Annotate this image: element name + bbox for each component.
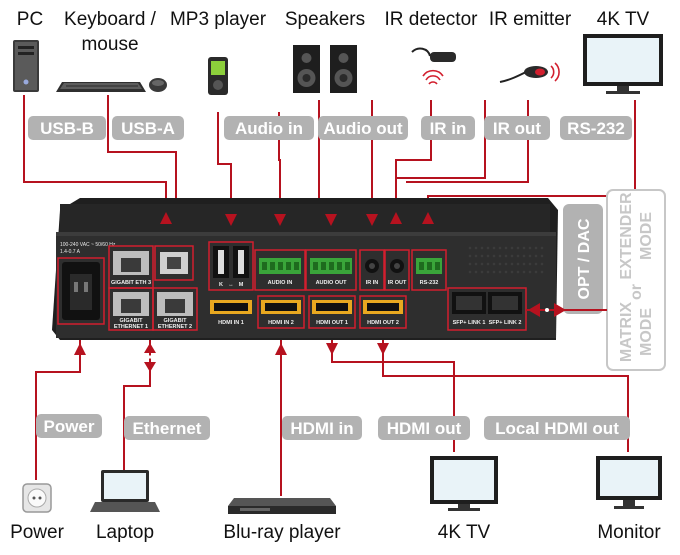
audio-out-terminal: AUDIO OUT	[305, 249, 357, 291]
keyboard-icon	[56, 82, 146, 92]
ir-emitter-icon	[499, 62, 560, 83]
monitor-icon	[596, 456, 662, 509]
bluray-player-icon	[228, 498, 336, 514]
label-rs232: RS-232	[420, 280, 439, 286]
tag-power: Power	[36, 414, 102, 438]
label-hdmi-out2: HDMI OUT 2	[367, 320, 399, 326]
svg-text:RS-232: RS-232	[567, 119, 625, 138]
label-gigabit-eth2-line1: GIGABIT	[164, 318, 188, 324]
power-inlet-port	[57, 257, 105, 325]
label-pc: PC	[17, 9, 43, 30]
label-audio-out: AUDIO OUT	[316, 280, 348, 286]
ir-ports: IR IN IR OUT	[359, 249, 410, 291]
hdmi-out1-port: HDMI OUT 1	[308, 295, 356, 329]
tag-ethernet: Ethernet	[124, 416, 210, 440]
ir-detector-icon	[411, 47, 456, 85]
pc-tower-icon	[13, 40, 39, 92]
audio-in-terminal: AUDIO IN	[254, 249, 306, 291]
tag-hdmi-out: HDMI out	[378, 416, 470, 440]
label-ir-detector: IR detector	[385, 9, 479, 30]
label-hdmi-out1: HDMI OUT 1	[316, 320, 348, 326]
mp3-player-icon	[208, 57, 228, 95]
label-usb-k: K	[219, 282, 223, 288]
label-ir-emitter: IR emitter	[489, 9, 572, 30]
label-ir-in: IR IN	[366, 280, 379, 286]
mouse-icon	[149, 78, 167, 92]
svg-text:IR out: IR out	[493, 119, 541, 138]
label-power-device: Power	[10, 522, 65, 543]
tag-audio-out: Audio out	[318, 116, 408, 140]
svg-text:IR in: IR in	[430, 119, 467, 138]
label-gigabit-eth1-line1: GIGABIT	[120, 318, 144, 324]
rs232-terminal: RS-232	[411, 249, 447, 291]
power-rating-line2: 1.4-0.7 A	[60, 249, 81, 255]
svg-text:HDMI in: HDMI in	[290, 419, 353, 438]
usb-b-port	[154, 245, 194, 281]
label-gigabit-eth2-line2: ETHERNET 2	[158, 324, 192, 330]
hdmi-in1-port: HDMI IN 1	[210, 300, 252, 326]
svg-text:Audio out: Audio out	[323, 119, 403, 138]
matrix-label-line1: MATRIX	[618, 302, 635, 362]
label-hdmi-in2: HDMI IN 2	[268, 320, 294, 326]
usb-a-ports: K ↔ M	[208, 241, 254, 291]
label-keyboard-line1: Keyboard /	[64, 9, 157, 30]
label-audio-in: AUDIO IN	[268, 280, 293, 286]
svg-text:Ethernet: Ethernet	[133, 419, 202, 438]
ethernet-port-group: GIGABIT ETH 3 GIGABIT ETHERNET 1 GIGABIT…	[108, 245, 198, 331]
modes-panel: OPT / DAC EXTENDER MODE or MATRIX MODE	[526, 189, 666, 371]
tv-icon-top	[583, 34, 663, 94]
label-monitor: Monitor	[597, 522, 661, 543]
svg-text:USB-B: USB-B	[40, 119, 94, 138]
label-gigabit-eth3: GIGABIT ETH 3	[111, 280, 151, 286]
bottom-arrows	[74, 343, 389, 372]
tag-rs232: RS-232	[560, 116, 632, 140]
laptop-icon	[90, 470, 160, 512]
svg-text:USB-A: USB-A	[121, 119, 175, 138]
label-hdmi-in1: HDMI IN 1	[218, 320, 244, 326]
matrix-label-line2: MODE	[638, 308, 655, 356]
power-socket-icon	[22, 483, 52, 513]
label-laptop: Laptop	[96, 522, 154, 543]
top-arrows	[160, 212, 434, 226]
extender-label-line1: EXTENDER	[618, 192, 635, 280]
label-4k-tv-top: 4K TV	[597, 9, 650, 30]
power-rating-line1: 100-240 VAC ~ 50/60 Hz	[60, 242, 116, 248]
tag-ir-in: IR in	[421, 116, 475, 140]
label-sfp-link2: SFP+ LINK 2	[489, 320, 522, 326]
tag-ir-out: IR out	[484, 116, 550, 140]
hdmi-out2-port: HDMI OUT 2	[359, 295, 407, 329]
label-usb-m: M	[239, 282, 244, 288]
tag-audio-in: Audio in	[224, 116, 314, 140]
tv-icon-bottom	[430, 456, 498, 511]
extender-label-line2: MODE	[638, 212, 655, 260]
hdmi-in2-port: HDMI IN 2	[257, 295, 305, 329]
label-speakers: Speakers	[285, 9, 365, 30]
label-keyboard-line2: mouse	[81, 34, 138, 55]
opt-dac-label: OPT / DAC	[576, 218, 593, 299]
svg-text:Power: Power	[43, 417, 94, 436]
label-usb-sep: ↔	[228, 282, 234, 288]
svg-text:HDMI out: HDMI out	[387, 419, 462, 438]
svg-text:Audio in: Audio in	[235, 119, 303, 138]
label-bluray-player: Blu-ray player	[223, 522, 341, 543]
label-ir-out: IR OUT	[388, 280, 407, 286]
label-gigabit-eth1-line2: ETHERNET 1	[114, 324, 148, 330]
label-4k-tv-bottom: 4K TV	[438, 522, 491, 543]
tag-hdmi-in: HDMI in	[282, 416, 362, 440]
tag-usb-b: USB-B	[28, 116, 106, 140]
speakers-icon	[293, 45, 357, 93]
label-sfp-link1: SFP+ LINK 1	[453, 320, 486, 326]
or-label: or	[628, 284, 645, 300]
tag-usb-a: USB-A	[112, 116, 184, 140]
svg-text:Local HDMI out: Local HDMI out	[495, 419, 619, 438]
label-mp3-player: MP3 player	[170, 9, 267, 30]
tag-local-hdmi-out: Local HDMI out	[484, 416, 630, 440]
